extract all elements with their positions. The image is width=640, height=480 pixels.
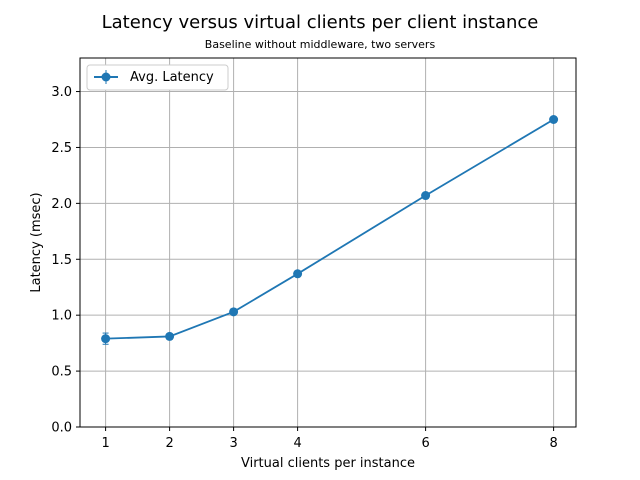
- data-point: [421, 191, 431, 201]
- data-point: [293, 269, 303, 279]
- legend-label: Avg. Latency: [130, 70, 214, 85]
- x-tick-label: 1: [101, 436, 109, 451]
- x-tick-label: 6: [421, 436, 429, 451]
- y-axis-label: Latency (msec): [29, 192, 44, 292]
- y-tick-label: 2.5: [51, 141, 72, 156]
- x-tick-label: 8: [549, 436, 557, 451]
- series-line: [105, 118, 555, 340]
- legend-box: [86, 64, 229, 91]
- y-tick-label: 3.0: [51, 85, 72, 100]
- data-point: [165, 331, 175, 341]
- x-tick-label: 3: [229, 436, 237, 451]
- x-axis-ticks: 1 2 3 4 6 8: [101, 427, 558, 451]
- y-tick-label: 1.0: [51, 309, 72, 324]
- chart-subtitle: Baseline without middleware, two servers: [205, 38, 436, 51]
- x-tick-label: 4: [293, 436, 301, 451]
- legend-marker-sample: [101, 72, 111, 82]
- x-axis-label: Virtual clients per instance: [241, 456, 415, 471]
- y-tick-label: 0.5: [51, 365, 72, 380]
- grid-lines: [80, 58, 576, 428]
- data-point: [101, 334, 111, 344]
- y-tick-label: 2.0: [51, 197, 72, 212]
- y-tick-label: 1.5: [51, 253, 72, 268]
- legend: Avg. Latency: [86, 64, 229, 91]
- chart-title: Latency versus virtual clients per clien…: [102, 12, 539, 33]
- series-layer: [101, 115, 559, 345]
- y-tick-label: 0.0: [51, 421, 72, 436]
- data-point: [229, 307, 239, 317]
- x-tick-label: 2: [165, 436, 173, 451]
- data-point: [549, 115, 559, 124]
- plot-frame: [79, 57, 577, 428]
- y-axis-ticks: 0.0 0.5 1.0 1.5 2.0 2.5 3.0: [51, 85, 80, 436]
